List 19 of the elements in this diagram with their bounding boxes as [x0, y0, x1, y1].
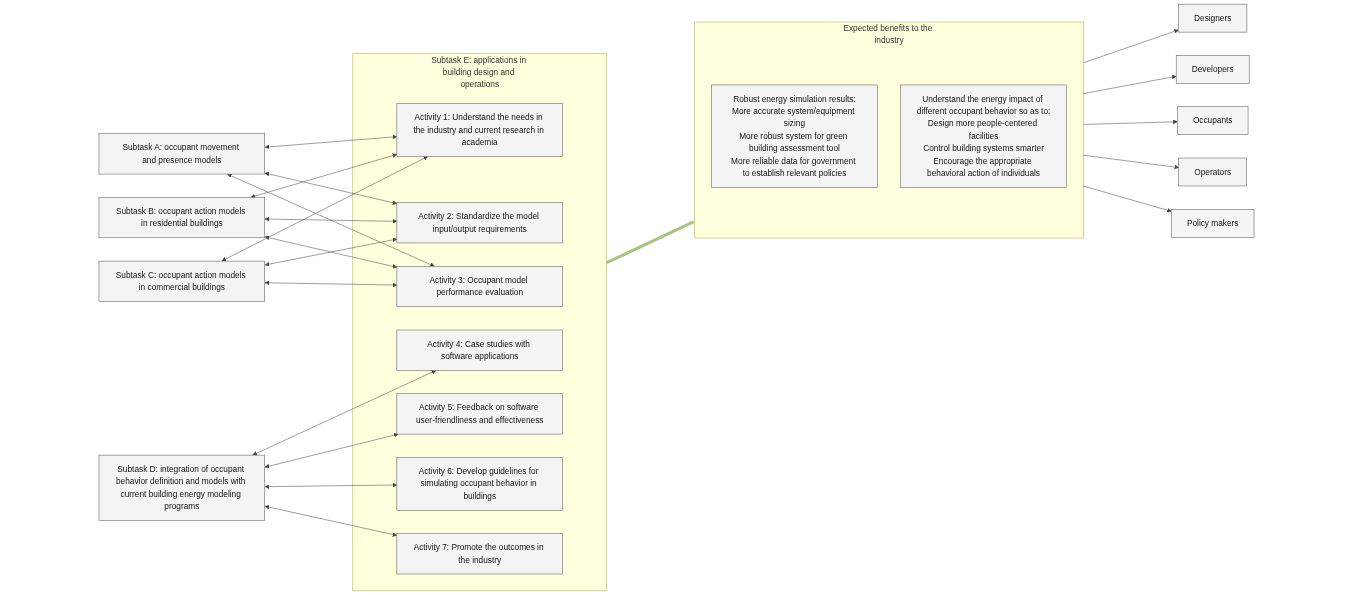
node-box: Operators	[1178, 157, 1247, 187]
node-box: Subtask B: occupant action models in residential buildings	[98, 197, 265, 239]
node-box: Activity 3: Occupant model performance evaluation	[396, 266, 563, 307]
node-box: Subtask D: integration of occupant behavior definition and models with current building energy modeling programs	[98, 454, 265, 521]
node-box: Designers	[1178, 3, 1248, 33]
node-box: Activity 2: Standardize the model input/output requirements	[396, 202, 563, 244]
arrow	[606, 220, 695, 265]
node-box: Activity 5: Feedback on software user-friendliness and effectiveness	[396, 393, 563, 435]
node-box: Policy makers	[1171, 209, 1255, 238]
node-box: Occupants	[1177, 106, 1249, 135]
node-box: Activity 7: Promote the outcomes in the industry	[396, 533, 563, 575]
node-box: Developers	[1175, 55, 1250, 84]
node-box: Activity 6: Develop guidelines for simulating occupant behavior in buildings	[396, 457, 563, 511]
node-box: Subtask C: occupant action models in commercial buildings	[98, 260, 265, 302]
node-box: Activity 4: Case studies with software applications	[396, 329, 563, 371]
node-box: Robust energy simulation results: More accurate system/equipment sizing More robust system for green building assessment tool More reliable data for government to establish relevant policies	[711, 84, 878, 188]
node-box: Activity 1: Understand the needs in the industry and current research in academia	[396, 103, 563, 157]
node-box: Understand the energy impact of different occupant behavior so as to: Design more people-centered facilities Control building systems smarter Encourage the appropriate behavioral action of individuals	[900, 84, 1067, 188]
node-box: Subtask A: occupant movement and presence models	[98, 133, 265, 175]
